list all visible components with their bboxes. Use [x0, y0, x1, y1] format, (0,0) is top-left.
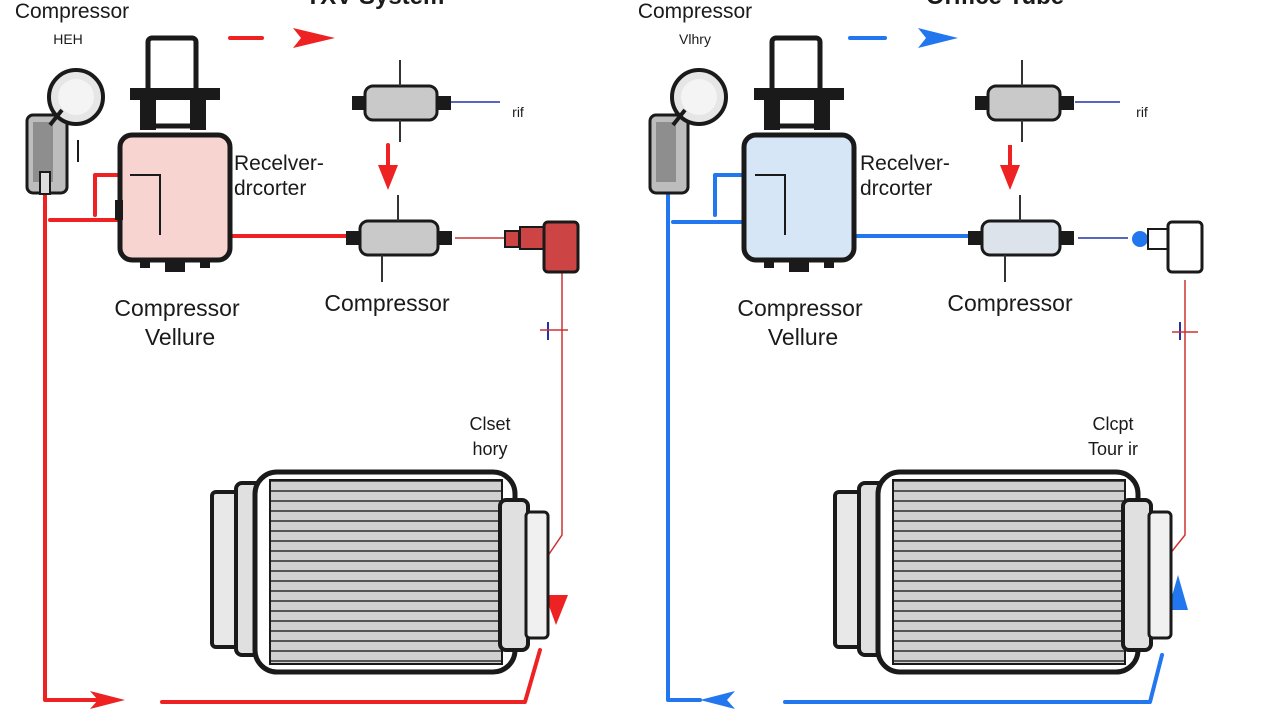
- txv-system-panel: TXV System Compressor HEH: [15, 0, 580, 709]
- compressor-label-line1: Compressor: [737, 295, 863, 321]
- txv-system-title: TXV System: [306, 0, 445, 10]
- flow-arrow-icon: [545, 595, 568, 625]
- flow-arrow-icon: [1168, 575, 1188, 610]
- flow-arrow-icon: [918, 28, 958, 48]
- valve-tag: rif: [1136, 104, 1148, 120]
- top-compressor-label: Compressor: [15, 0, 129, 23]
- flow-arrow-icon: [378, 165, 398, 190]
- return-line: [666, 173, 702, 702]
- top-compressor-sublabel: HEH: [53, 31, 83, 47]
- receiver-drier-icon: [115, 35, 233, 272]
- receiver-drier-icon: [741, 35, 857, 272]
- flow-arrow-icon: [1000, 165, 1020, 190]
- pressure-gauge-icon: [648, 68, 728, 195]
- receiver-label-line1: Recelver-: [234, 152, 324, 175]
- return-line: [43, 183, 102, 702]
- compressor-label-line1: Compressor: [114, 295, 240, 321]
- valve-label: Compressor: [324, 290, 450, 316]
- top-compressor-label: Compressor: [638, 0, 752, 23]
- receiver-outlet-icon: [504, 220, 580, 340]
- receiver-label-line2: drcorter: [234, 177, 306, 200]
- condenser-icon: [833, 469, 1173, 675]
- top-compressor-sublabel: Vlhry: [679, 31, 711, 47]
- core-label-line1: Clset: [469, 414, 510, 434]
- thin-lines: [450, 101, 563, 561]
- refrigerant-lines: [666, 36, 1164, 704]
- core-label-line1: Clcpt: [1092, 414, 1133, 434]
- valve-tag: rif: [512, 104, 524, 120]
- valve-icon: [352, 60, 451, 142]
- valve-icon: [346, 195, 452, 282]
- core-label-line2: hory: [472, 439, 507, 459]
- receiver-label-line1: Recelver-: [860, 152, 950, 175]
- orifice-tube-title: Orifice Tube: [926, 0, 1064, 10]
- orifice-tube-panel: Orifice Tube Compressor Vlhry: [638, 0, 1204, 709]
- compressor-label-line2: Vellure: [145, 324, 215, 350]
- receiver-label-line2: drcorter: [860, 177, 932, 200]
- branch-line: [93, 173, 124, 217]
- compressor-label-line2: Vellure: [768, 324, 838, 350]
- bottom-line: [783, 653, 1164, 704]
- flow-arrow-icon: [700, 691, 735, 709]
- valve-icon: [968, 195, 1074, 282]
- core-label-line2: Tour ir: [1088, 439, 1138, 459]
- flow-arrow-icon: [293, 28, 335, 48]
- condenser-icon: [210, 469, 550, 675]
- valve-label: Compressor: [947, 290, 1073, 316]
- bottom-line: [160, 648, 542, 704]
- refrigerant-lines: [43, 36, 542, 704]
- pressure-gauge-icon: [25, 68, 105, 195]
- flow-arrow-icon: [90, 691, 125, 709]
- valve-icon: [975, 60, 1074, 142]
- receiver-outlet-icon: [1132, 220, 1204, 340]
